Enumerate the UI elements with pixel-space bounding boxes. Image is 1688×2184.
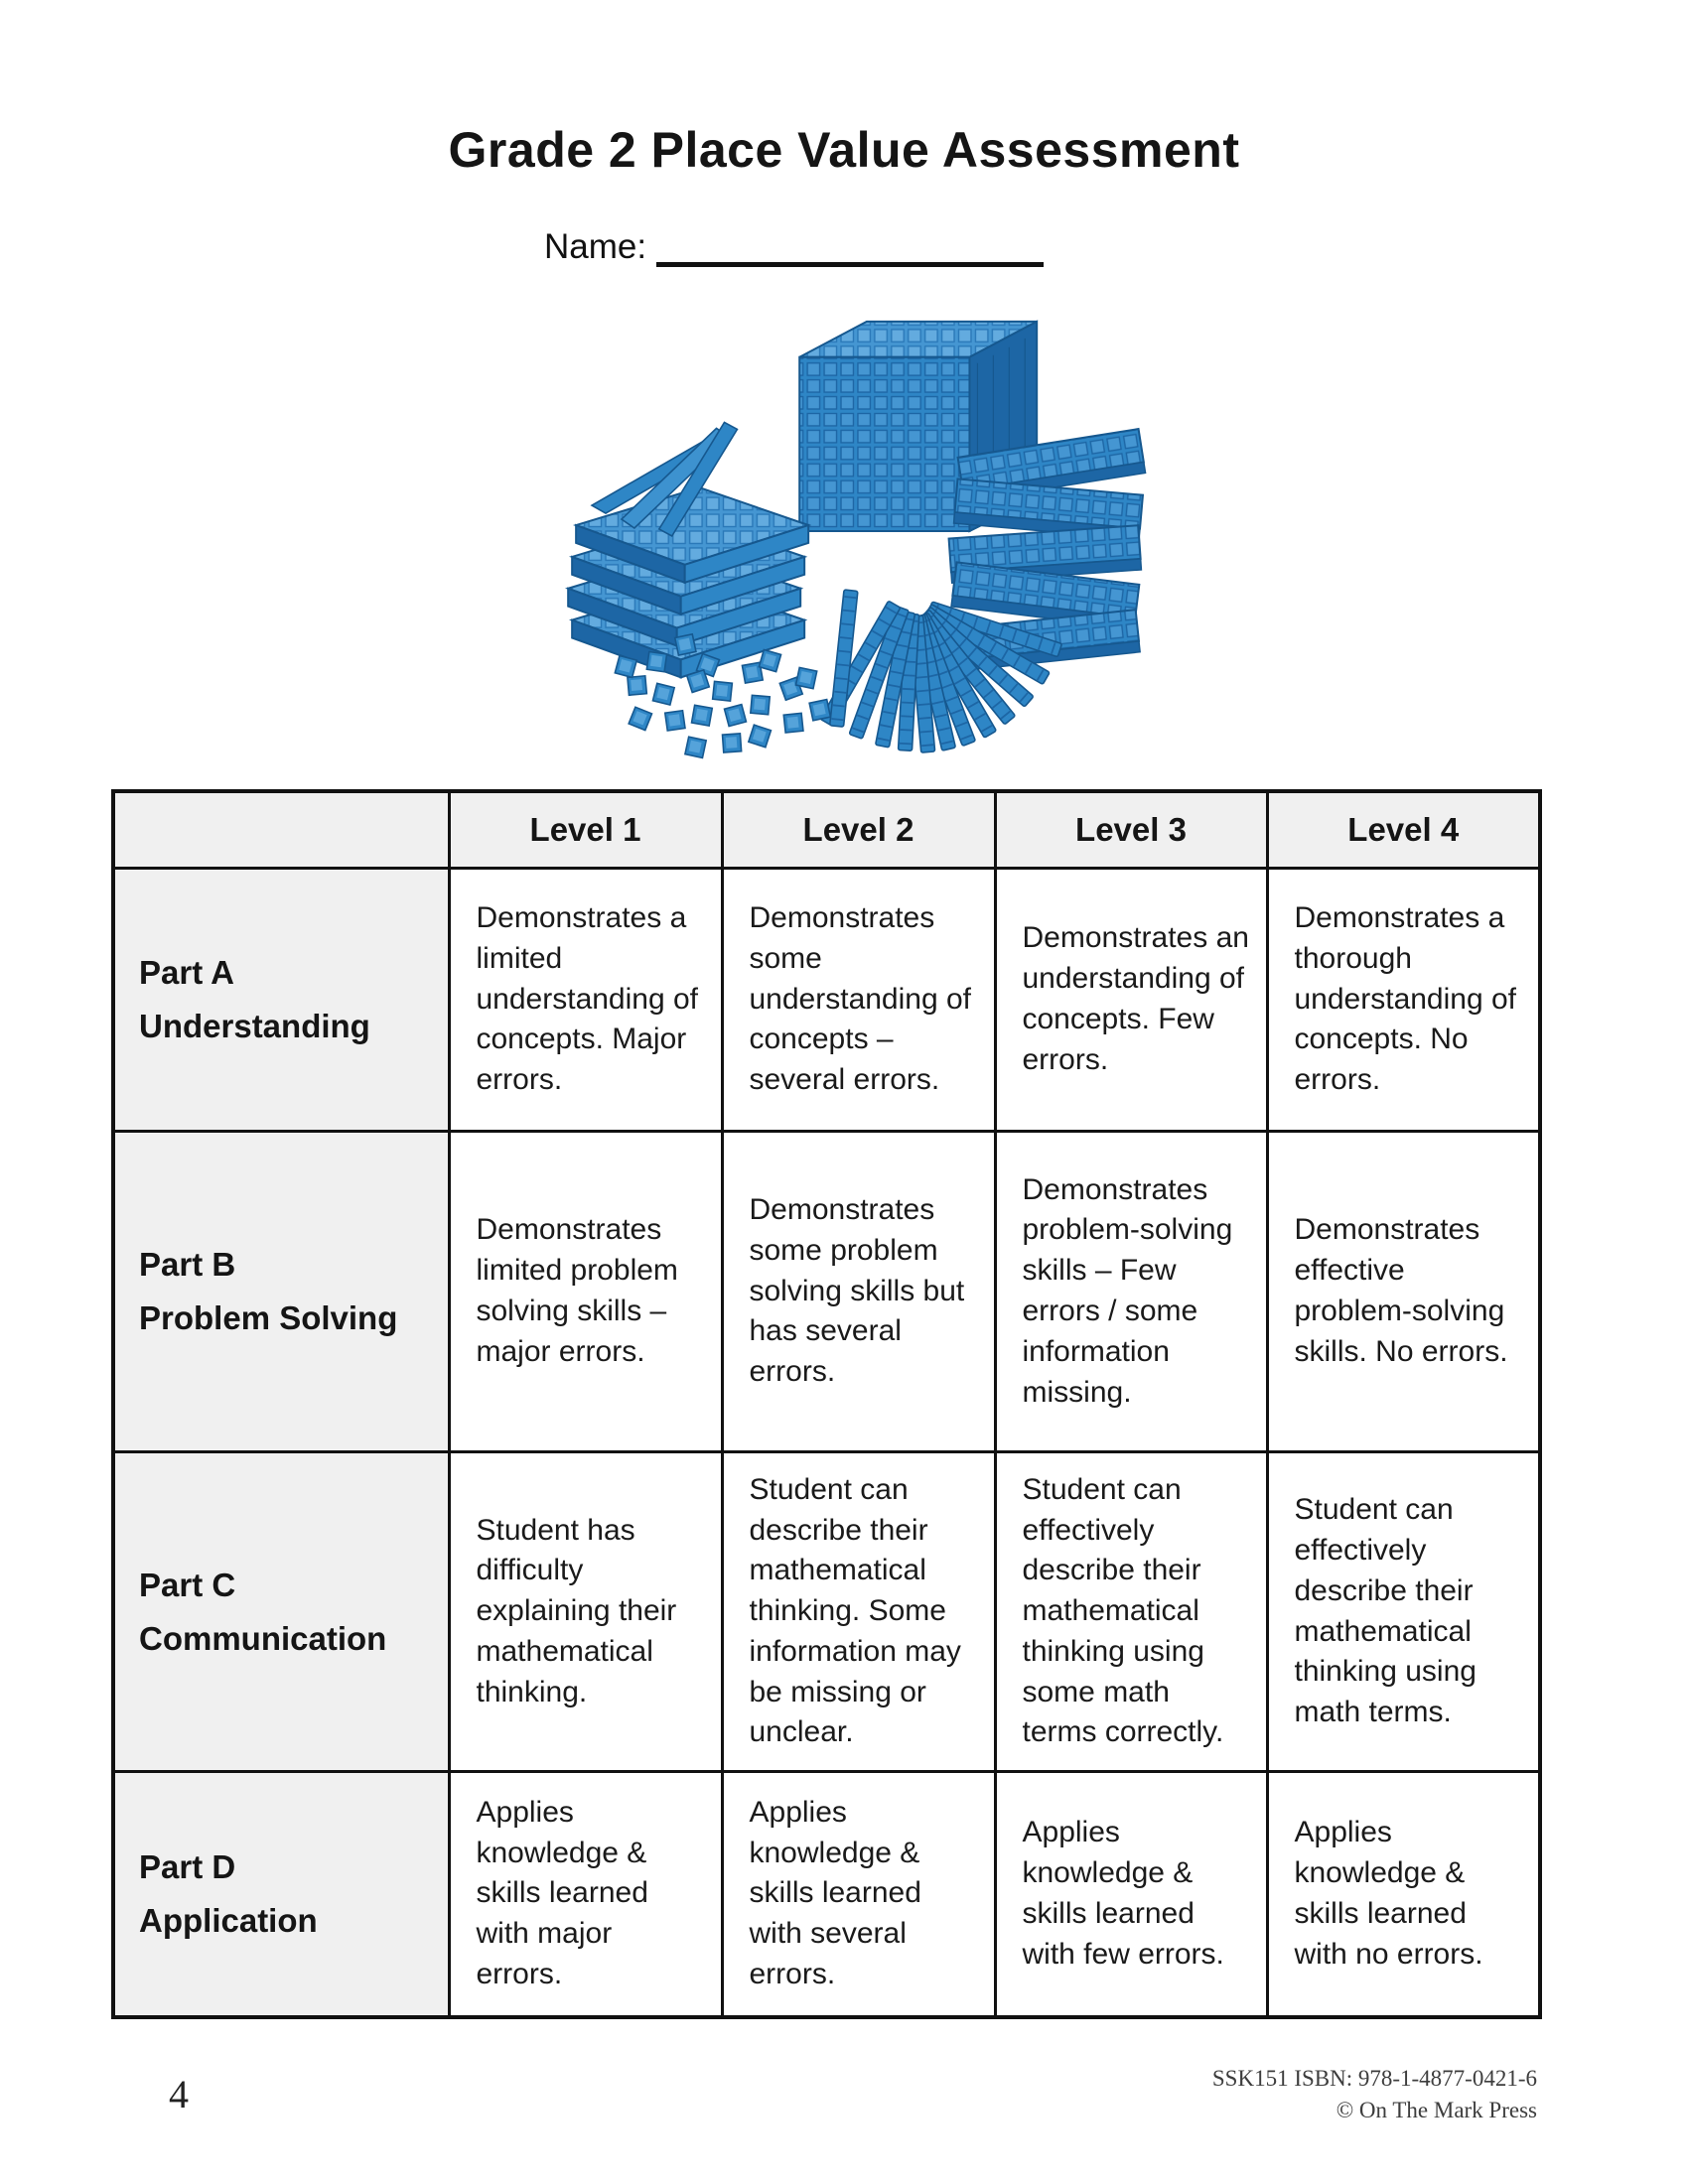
category-label: Communication	[139, 1619, 387, 1657]
name-row: Name:	[544, 226, 1045, 267]
corner-cell	[111, 789, 451, 870]
rubric-cell-c3: Student can effectively describe their m…	[993, 1450, 1269, 1773]
publisher-footer: SSK151 ISBN: 978-1-4877-0421-6 © On The …	[1212, 2063, 1537, 2126]
table-row-part-d: Part D Application Applies knowledge & s…	[111, 1770, 1542, 2018]
page-title: Grade 2 Place Value Assessment	[448, 122, 1240, 178]
part-label: Part B	[139, 1246, 236, 1283]
table-header-level-2: Level 2	[720, 789, 997, 870]
category-label: Problem Solving	[139, 1299, 398, 1336]
rubric-cell-d4: Applies knowledge & skills learned with …	[1265, 1770, 1542, 2018]
row-label-part-a: Part A Understanding	[111, 867, 451, 1133]
rubric-cell-b4: Demonstrates effective problem-solving s…	[1265, 1130, 1542, 1453]
part-label: Part D	[139, 1847, 236, 1885]
rubric-cell-a2: Demonstrates some understanding of conce…	[720, 867, 997, 1133]
table-header-row: Level 1 Level 2 Level 3 Level 4	[111, 789, 1542, 870]
copyright-text: © On The Mark Press	[1336, 2098, 1537, 2123]
rubric-cell-c4: Student can effectively describe their m…	[1265, 1450, 1542, 1773]
rubric-cell-b1: Demonstrates limited problem solving ski…	[447, 1130, 724, 1453]
table-row-part-b: Part B Problem Solving Demonstrates limi…	[111, 1130, 1542, 1453]
rubric-cell-c1: Student has difficulty explaining their …	[447, 1450, 724, 1773]
row-label-part-b: Part B Problem Solving	[111, 1130, 451, 1453]
rubric-cell-b3: Demonstrates problem-solving skills – Fe…	[993, 1130, 1269, 1453]
rubric-cell-a4: Demonstrates a thorough understanding of…	[1265, 867, 1542, 1133]
row-label-part-c: Part C Communication	[111, 1450, 451, 1773]
name-blank-line[interactable]	[656, 226, 1045, 267]
rubric-cell-d2: Applies knowledge & skills learned with …	[720, 1770, 997, 2018]
ten-rods-on-stack	[590, 421, 739, 538]
category-label: Application	[139, 1901, 318, 1939]
isbn-text: SSK151 ISBN: 978-1-4877-0421-6	[1211, 2066, 1537, 2091]
table-header-level-1: Level 1	[447, 789, 724, 870]
rubric-cell-a3: Demonstrates an understanding of concept…	[993, 867, 1269, 1133]
table-row-part-c: Part C Communication Student has difficu…	[111, 1450, 1542, 1773]
part-label: Part C	[139, 1566, 236, 1603]
rubric-cell-a1: Demonstrates a limited understanding of …	[447, 867, 724, 1133]
table-row-part-a: Part A Understanding Demonstrates a limi…	[111, 867, 1542, 1133]
row-label-part-d: Part D Application	[111, 1770, 451, 2018]
page-number: 4	[169, 2072, 189, 2116]
category-label: Understanding	[139, 1008, 370, 1044]
table-header-level-3: Level 3	[993, 789, 1269, 870]
name-label: Name:	[544, 227, 647, 266]
rubric-cell-d1: Applies knowledge & skills learned with …	[447, 1770, 724, 2018]
table-header-level-4: Level 4	[1265, 789, 1542, 870]
part-label: Part A	[139, 954, 234, 991]
rubric-cell-c2: Student can describe their mathematical …	[720, 1450, 997, 1773]
rubric-table: Level 1 Level 2 Level 3 Level 4 Part A U…	[111, 789, 1542, 2019]
rubric-cell-d3: Applies knowledge & skills learned with …	[993, 1770, 1269, 2018]
rubric-cell-b2: Demonstrates some problem solving skills…	[720, 1130, 997, 1453]
base-ten-blocks-image	[501, 294, 1187, 768]
